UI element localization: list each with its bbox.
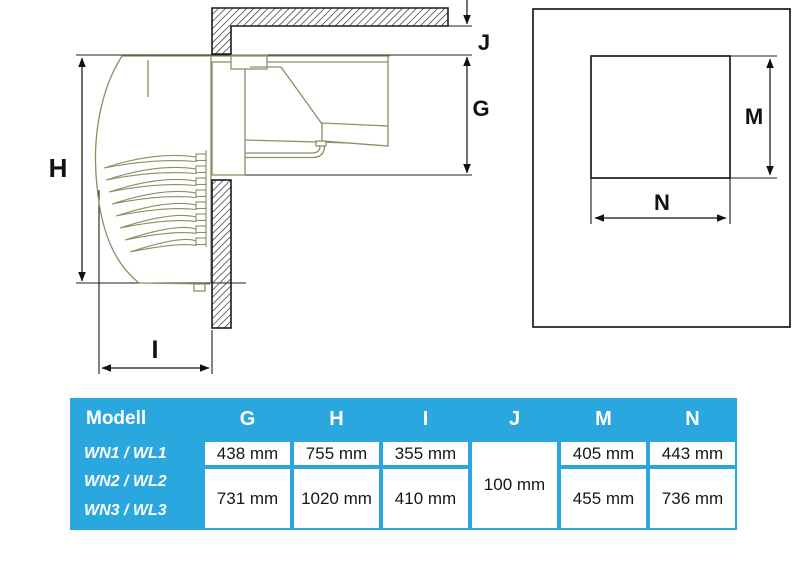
table-col-header-m: M: [595, 407, 612, 430]
wall-section-hatched: [211, 7, 449, 329]
table-col-header-i: I: [422, 407, 429, 430]
wall-cutout-drawing: M N: [532, 8, 791, 328]
cutout-extension-lines: [590, 55, 777, 224]
dim-label-m: M: [745, 104, 763, 129]
table-col-header-g: G: [239, 407, 256, 430]
model-label-wn1: WN1 / WL1: [84, 444, 167, 462]
table-cell-n-row1: 443 mm: [650, 442, 735, 465]
wall-panel-outline: [532, 8, 791, 328]
table-cell-n-row2: 736 mm: [650, 469, 735, 528]
dim-label-n: N: [654, 190, 670, 215]
dim-label-g: G: [472, 96, 489, 121]
table-header-model: Modell: [86, 408, 147, 429]
dimension-lines: [78, 0, 471, 372]
dim-label-h: H: [49, 153, 68, 183]
air-grille-louvers: [103, 150, 207, 253]
cutout-dimension-lines: [594, 58, 774, 222]
model-label-wn2: WN2 / WL2: [84, 472, 167, 490]
table-cell-m-row1: 405 mm: [561, 442, 646, 465]
side-view-drawing: H I J G: [49, 0, 490, 374]
extension-lines: [76, 25, 472, 374]
table-col-header-h: H: [329, 407, 344, 430]
table-cell-i-row1: 355 mm: [383, 442, 468, 465]
table-col-header-j: J: [508, 407, 521, 430]
cutout-opening: [590, 55, 731, 179]
dimensions-table: Modell G H I J M N WN1 / WL1 WN2 / WL2 W…: [70, 398, 737, 530]
table-cell-i-row2: 410 mm: [383, 469, 468, 528]
table-cell-g-row2: 731 mm: [205, 469, 290, 528]
dim-label-i: I: [152, 336, 159, 364]
cooling-unit-outline: [94, 54, 390, 292]
table-cell-m-row2: 455 mm: [561, 469, 646, 528]
model-label-group: WN2 / WL2 WN3 / WL3: [70, 467, 203, 530]
table-cell-j-shared: 100 mm: [472, 442, 557, 528]
wall-hatch: [211, 179, 232, 329]
table-col-header-n: N: [685, 407, 700, 430]
dim-label-j: J: [478, 30, 490, 55]
table-cell-g-row1: 438 mm: [205, 442, 290, 465]
model-label-wn3: WN3 / WL3: [84, 502, 167, 520]
ceiling-hatch: [211, 7, 449, 55]
technical-drawing: H I J G M N: [49, 0, 791, 374]
table-cell-h-row2: 1020 mm: [294, 469, 379, 528]
table-cell-h-row1: 755 mm: [294, 442, 379, 465]
